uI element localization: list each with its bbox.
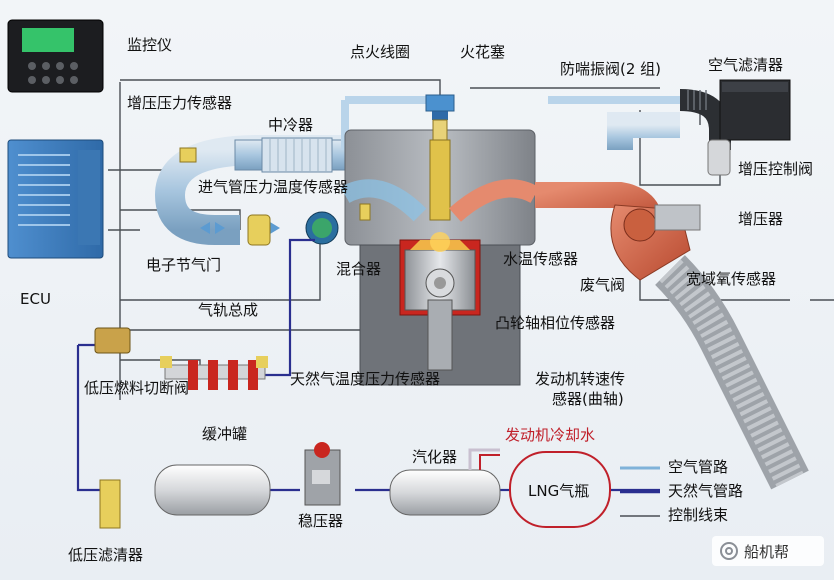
label-engine-speed-sensor-line2: 感器(曲轴) xyxy=(552,390,624,408)
label-wideband-o2-sensor: 宽域氧传感器 xyxy=(686,270,777,288)
label-lng-cylinder: LNG气瓶 xyxy=(528,482,590,500)
legend-gas: 天然气管路 xyxy=(668,482,744,500)
label-boost-control-valve: 增压控制阀 xyxy=(738,160,814,178)
legend-air: 空气管路 xyxy=(668,458,729,476)
label-mixer: 混合器 xyxy=(336,260,382,278)
watermark-badge: 船机帮 xyxy=(712,536,824,566)
label-camshaft-sensor: 凸轮轴相位传感器 xyxy=(495,314,616,332)
watermark-text: 船机帮 xyxy=(744,542,790,561)
label-intake-pressure-temp-sensor: 进气管压力温度传感器 xyxy=(198,178,349,196)
label-boost-pressure-sensor: 增压压力传感器 xyxy=(127,94,233,112)
mixer-throttle xyxy=(179,147,371,246)
label-ecu: ECU xyxy=(20,290,51,308)
engine-block xyxy=(340,94,540,386)
tanks xyxy=(154,442,501,516)
coolant-and-lng xyxy=(468,448,611,528)
gas-rail-assembly xyxy=(94,327,268,529)
exhaust-turbo xyxy=(535,139,809,490)
label-intercooler: 中冷器 xyxy=(268,116,314,134)
label-ignition-coil: 点火线圈 xyxy=(350,43,411,61)
label-engine-coolant: 发动机冷却水 xyxy=(505,426,596,444)
label-lp-filter: 低压滤清器 xyxy=(68,546,144,564)
wechat-logo-icon xyxy=(720,542,738,560)
label-anti-surge-valve: 防喘振阀(2 组) xyxy=(560,60,662,78)
label-air-filter: 空气滤清器 xyxy=(708,56,784,74)
label-spark-plug: 火花塞 xyxy=(460,43,506,61)
legend-control: 控制线束 xyxy=(668,506,729,524)
label-buffer-tank: 缓冲罐 xyxy=(202,425,248,443)
legend-swatches xyxy=(620,466,660,517)
label-gas-rail: 气轨总成 xyxy=(198,301,259,319)
label-lp-fuel-cutoff-valve: 低压燃料切断阀 xyxy=(84,379,190,397)
label-pressure-regulator: 稳压器 xyxy=(298,512,344,530)
label-wastegate: 废气阀 xyxy=(580,276,626,294)
label-electronic-throttle: 电子节气门 xyxy=(146,256,222,274)
label-water-temp-sensor: 水温传感器 xyxy=(503,250,579,268)
label-engine-speed-sensor-line1: 发动机转速传 xyxy=(535,370,626,388)
label-turbocharger: 增压器 xyxy=(738,210,784,228)
controller-hardware xyxy=(7,19,104,259)
label-vaporizer: 汽化器 xyxy=(412,448,458,466)
label-ng-temp-pressure-sensor: 天然气温度压力传感器 xyxy=(290,370,441,388)
label-monitor: 监控仪 xyxy=(127,36,173,54)
air-filter-assembly xyxy=(679,79,791,150)
